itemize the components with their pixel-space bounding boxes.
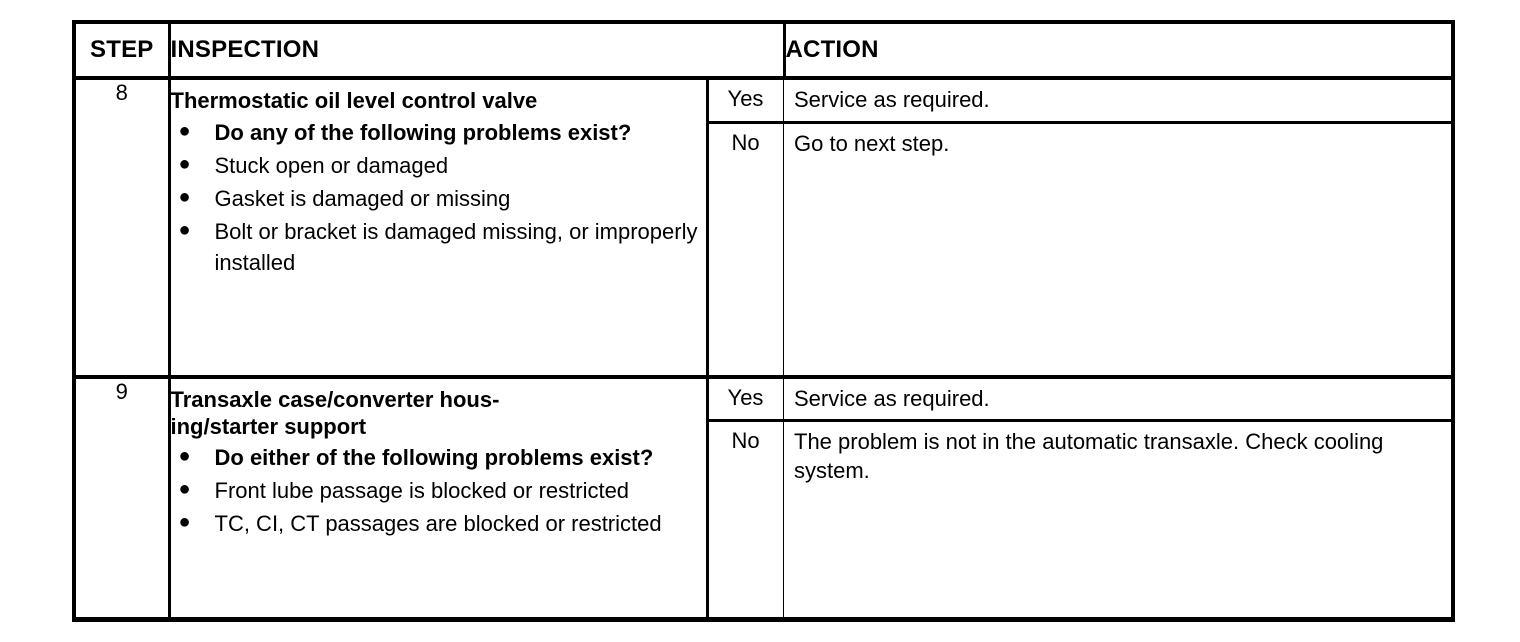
inspection-table: STEP INSPECTION ACTION 8 Thermostatic oi… [76, 24, 1451, 617]
inspection-list-9: ● Do either of the following problems ex… [171, 442, 706, 540]
step-number-9: 9 [76, 374, 171, 617]
header-inspection: INSPECTION [169, 24, 786, 80]
inspection-list-8: ● Do any of the following problems exist… [171, 117, 706, 279]
answer-no-9: No [708, 420, 786, 617]
answer-yes-9: Yes [708, 378, 786, 423]
inspection-title-9: Transaxle case/converter hous- ing/start… [171, 387, 706, 441]
list-item-text: Bolt or bracket is damaged missing, or i… [214, 218, 698, 276]
bullet-icon: ● [178, 445, 191, 468]
list-item-text: Do either of the following problems exis… [214, 445, 654, 471]
table-header-row: STEP INSPECTION ACTION [76, 24, 1451, 80]
list-item: ● Front lube passage is blocked or restr… [171, 475, 706, 507]
answer-yes-8: Yes [708, 80, 786, 124]
bullet-icon: ● [178, 152, 191, 175]
list-item: ● Do any of the following problems exist… [171, 117, 706, 149]
list-item: ● Gasket is damaged or missing [171, 183, 706, 215]
list-item: ● Do either of the following problems ex… [171, 442, 706, 474]
action-yes-8: Service as required. [784, 80, 1451, 124]
answer-no-8: No [708, 122, 786, 375]
outcome-answer-column-8: Yes No [707, 76, 786, 377]
action-yes-9: Service as required. [784, 378, 1451, 423]
list-item: ● Bolt or bracket is damaged missing, or… [171, 216, 706, 280]
step-number-8: 8 [76, 76, 171, 377]
list-item: ● Stuck open or damaged [171, 150, 706, 182]
header-action: ACTION [784, 24, 1451, 80]
action-no-8: Go to next step. [794, 130, 950, 156]
inspection-cell-9: Transaxle case/converter hous- ing/start… [169, 374, 709, 617]
header-step: STEP [76, 24, 171, 80]
list-item: ● TC, CI, CT passages are blocked or res… [171, 508, 706, 540]
outcome-action-column-9: Service as required. The problem is not … [784, 374, 1451, 617]
outcome-answer-column-9: Yes No [707, 374, 786, 617]
bullet-icon: ● [178, 511, 191, 534]
table-row: 8 Thermostatic oil level control valve ●… [76, 76, 1451, 377]
inspection-title-line: ing/starter support [170, 413, 367, 439]
inspection-cell-8: Thermostatic oil level control valve ● D… [169, 76, 709, 377]
list-item-text: TC, CI, CT passages are blocked or restr… [214, 511, 662, 537]
inspection-title-line: Transaxle case/converter hous- [170, 386, 500, 412]
list-item-text: Gasket is damaged or missing [214, 185, 511, 211]
list-item-text: Do any of the following problems exist? [214, 119, 632, 145]
bullet-icon: ● [178, 478, 191, 501]
table-row: 9 Transaxle case/converter hous- ing/sta… [76, 374, 1451, 617]
bullet-icon: ● [178, 185, 191, 208]
action-no-9: The problem is not in the automatic tran… [794, 429, 1384, 483]
bullet-icon: ● [178, 218, 191, 241]
inspection-title-8: Thermostatic oil level control valve [170, 88, 538, 113]
bullet-icon: ● [178, 119, 191, 142]
list-item-text: Stuck open or damaged [214, 152, 449, 178]
outcome-action-column-8: Service as required. Go to next step. [784, 76, 1451, 377]
list-item-text: Front lube passage is blocked or restric… [214, 478, 630, 504]
inspection-table-frame: STEP INSPECTION ACTION 8 Thermostatic oi… [72, 20, 1455, 622]
